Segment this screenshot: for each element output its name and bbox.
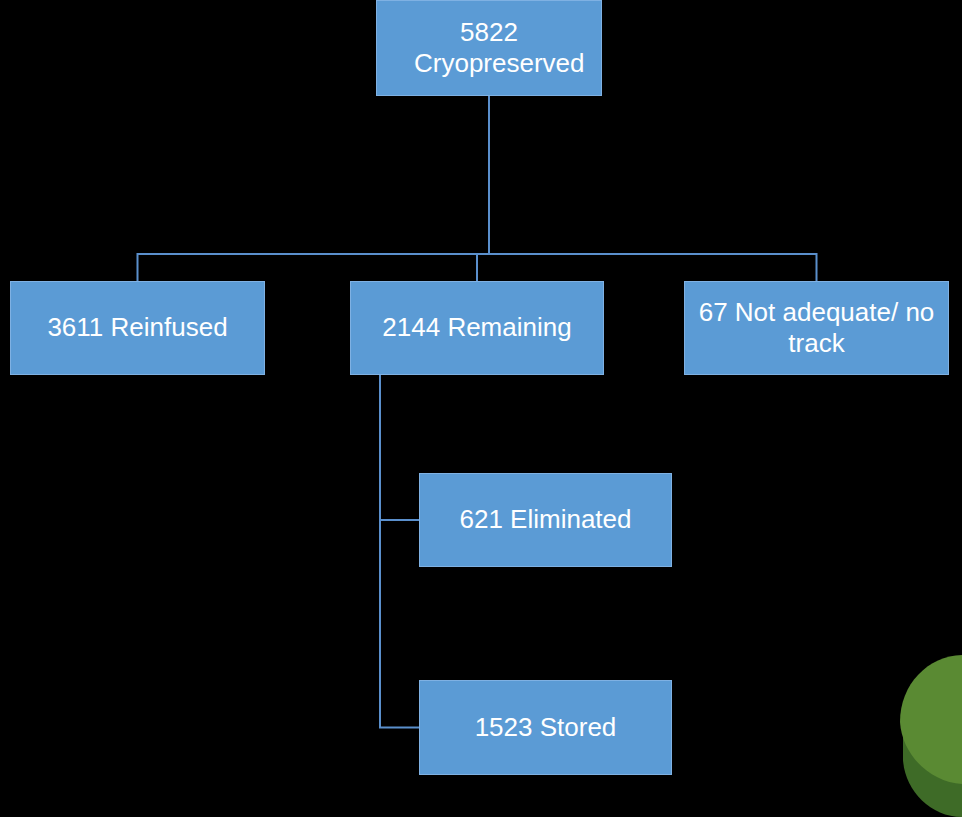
box-label: 3611 Reinfused bbox=[39, 308, 235, 347]
box-label: 2144 Remaining bbox=[374, 308, 579, 347]
connector-line bbox=[477, 96, 489, 281]
connector-line bbox=[380, 375, 419, 728]
connector-line bbox=[380, 375, 419, 520]
box-label: 5822 Cryopreserved bbox=[406, 13, 572, 83]
process-box: 2144 Remaining bbox=[350, 281, 604, 375]
box-label: 67 Not adequate/ no track bbox=[685, 293, 948, 363]
process-box: 3611 Reinfused bbox=[10, 281, 265, 375]
green-cylinder bbox=[900, 655, 962, 817]
box-label: 621 Eliminated bbox=[452, 500, 640, 539]
process-box: 5822 Cryopreserved bbox=[376, 0, 602, 96]
box-label: 1523 Stored bbox=[467, 708, 625, 747]
process-box: 621 Eliminated bbox=[419, 473, 672, 567]
process-box: 1523 Stored bbox=[419, 680, 672, 775]
connector-line bbox=[489, 96, 817, 281]
connector-line bbox=[138, 96, 490, 281]
process-box: 67 Not adequate/ no track bbox=[684, 281, 949, 375]
